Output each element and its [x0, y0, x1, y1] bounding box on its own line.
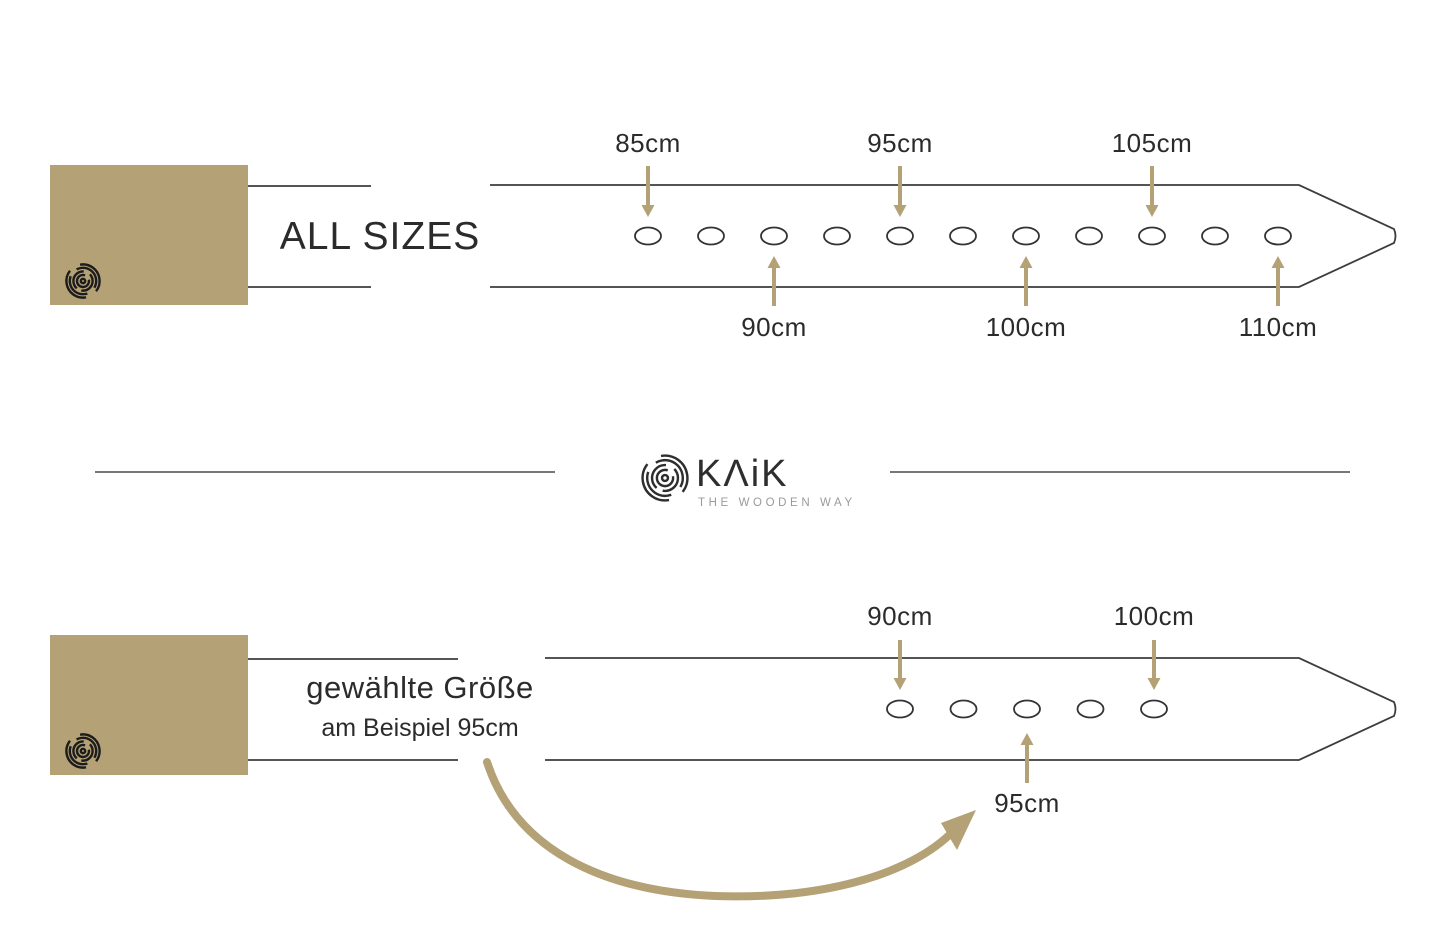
selected-size-subtitle: am Beispiel 95cm [321, 714, 519, 742]
brand-name: KΛiK [696, 453, 789, 495]
belt-hole [760, 226, 788, 246]
fingerprint-icon [637, 450, 693, 506]
size-label: 110cm [1238, 312, 1318, 342]
belt-hole [1201, 226, 1229, 246]
belt-hole [949, 699, 978, 719]
belt-hole [949, 226, 977, 246]
size-label: 95cm [994, 788, 1060, 818]
size-arrowhead [641, 205, 655, 217]
buckle-top [50, 165, 248, 305]
size-arrowhead [1271, 256, 1285, 268]
size-label: 90cm [741, 312, 807, 342]
buckle-bottom [50, 635, 248, 775]
size-arrowhead [1020, 733, 1034, 745]
hand-drawn-arrow [483, 758, 962, 901]
belt-hole [1138, 226, 1166, 246]
size-label: 85cm [615, 128, 681, 158]
belt-hole [1076, 699, 1105, 719]
belt-hole [1012, 226, 1040, 246]
belt-outline-bottom [545, 657, 1397, 761]
size-arrowhead [893, 678, 907, 690]
hand-drawn-arrowhead [941, 810, 976, 850]
belt-hole [1013, 699, 1041, 719]
size-arrowhead [1145, 205, 1159, 217]
belt-hole [697, 226, 725, 246]
belt-outline-top [490, 184, 1397, 288]
belt-hole [1075, 226, 1103, 246]
size-arrowhead [1147, 678, 1161, 690]
size-arrowhead [767, 256, 781, 268]
all-sizes-title: ALL SIZES [279, 215, 481, 258]
size-label: 100cm [985, 312, 1067, 342]
selected-size-title: gewählte Größe [306, 670, 534, 705]
belt-hole [823, 226, 851, 246]
belt-hole [1140, 699, 1168, 719]
belt-hole [886, 699, 914, 719]
size-label: 100cm [1113, 601, 1195, 631]
size-label: 90cm [867, 601, 933, 631]
generated-layer [634, 166, 1292, 783]
size-arrowhead [893, 205, 907, 217]
belt-hole [634, 226, 662, 246]
belt-hole [1264, 226, 1292, 246]
size-label: 105cm [1111, 128, 1193, 158]
size-arrowhead [1019, 256, 1033, 268]
brand-tagline: THE WOODEN WAY [698, 497, 856, 509]
size-label: 95cm [867, 128, 933, 158]
belt-hole [886, 226, 914, 246]
